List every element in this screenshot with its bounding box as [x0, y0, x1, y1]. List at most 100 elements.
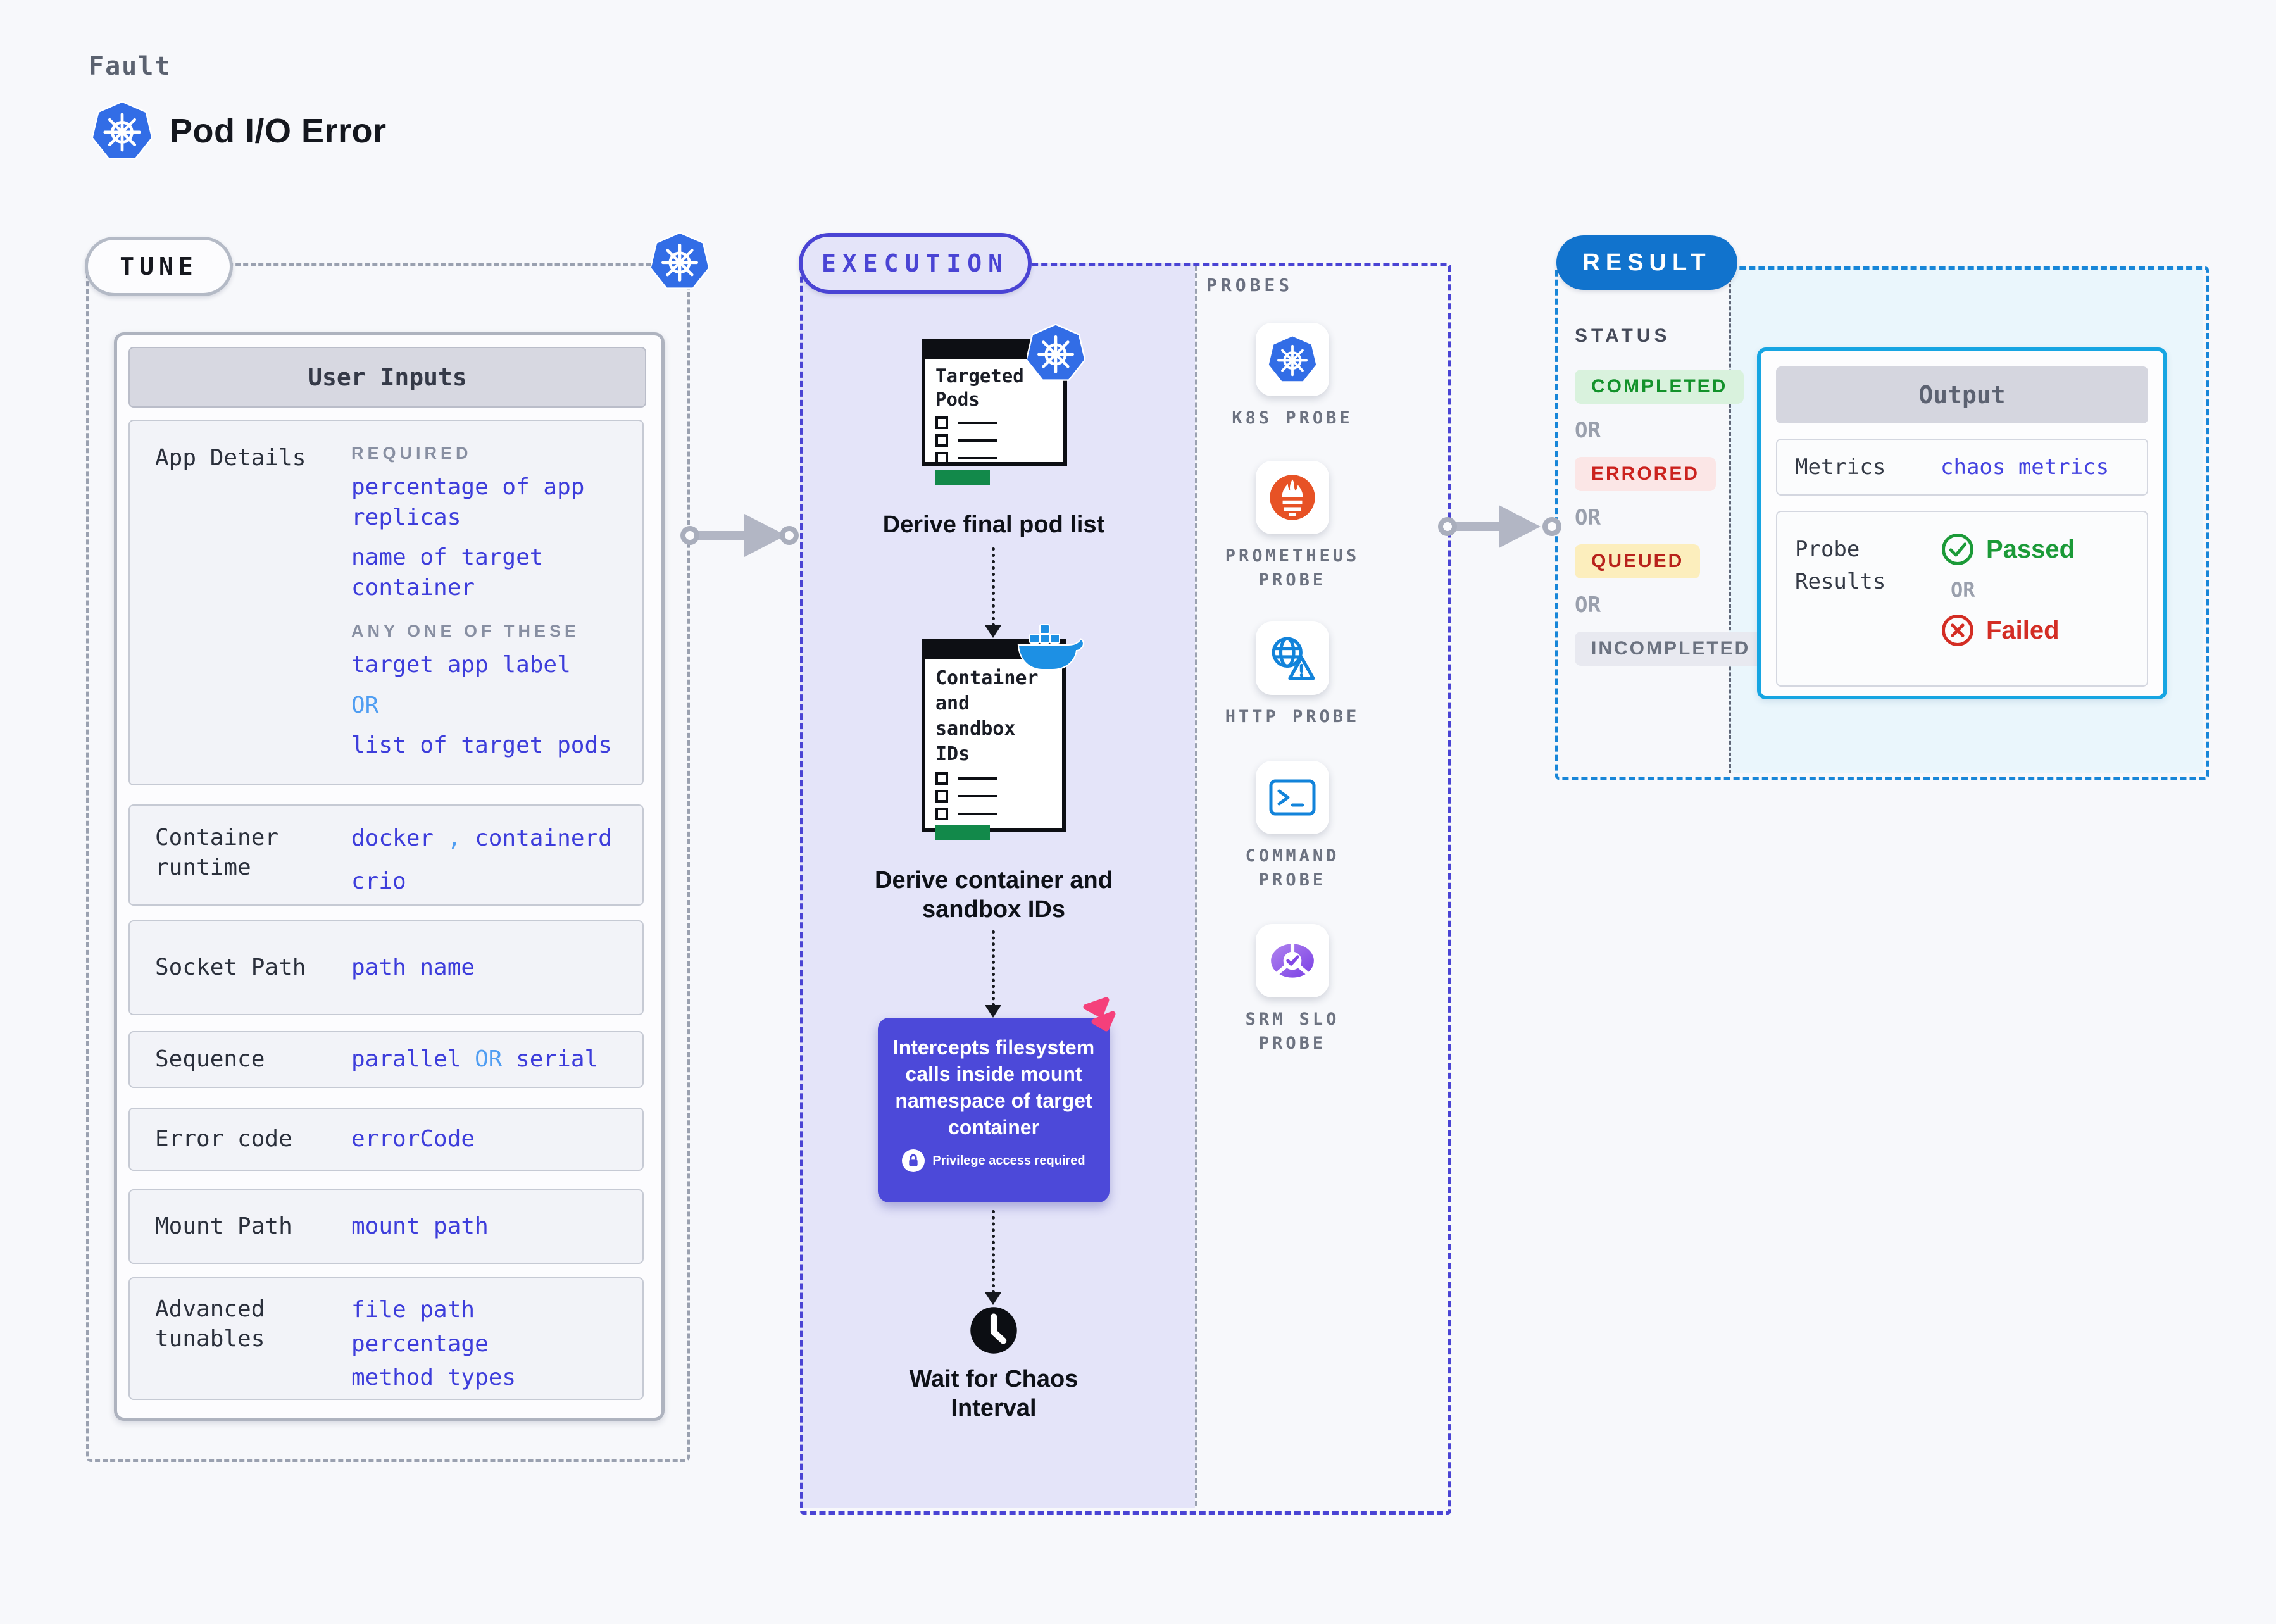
input-value: percentage	[351, 1330, 489, 1357]
input-label: Socket Path	[155, 954, 306, 980]
input-value: method types	[351, 1365, 516, 1391]
input-value: mount path	[351, 1213, 489, 1240]
container-sandbox-ids-doc: Container and sandbox IDs	[922, 639, 1066, 840]
doc-title: Targeted Pods	[935, 365, 1024, 411]
passed-label: Passed	[1986, 535, 2075, 563]
input-value: serial	[516, 1046, 599, 1073]
or-separator: OR	[351, 692, 379, 718]
action-description: Intercepts filesystem calls inside mount…	[892, 1036, 1095, 1139]
probe-label: SRM SLO PROBE	[1245, 1009, 1340, 1053]
or-separator: OR	[1575, 418, 1601, 443]
progress-bar	[935, 470, 990, 485]
checklist-item	[935, 808, 1052, 820]
input-value: file path	[351, 1297, 475, 1323]
status-column: STATUS COMPLETED OR ERRORED OR QUEUED OR…	[1575, 325, 1767, 666]
status-badge-incompleted: INCOMPLETED	[1575, 632, 1767, 666]
probes-divider	[1195, 266, 1197, 1506]
input-label: Sequence	[155, 1046, 265, 1072]
passed-row: Passed	[1941, 532, 2075, 566]
or-separator: OR	[475, 1046, 503, 1073]
failed-row: Failed	[1941, 613, 2075, 647]
flow-connector	[992, 547, 995, 627]
checklist-item	[935, 452, 1053, 465]
caption-any-one: ANY ONE OF THESE	[351, 621, 580, 641]
checklist-item	[935, 434, 1053, 447]
tune-section-badge: TUNE	[85, 237, 233, 296]
or-separator: OR	[1951, 578, 1975, 602]
result-divider	[1729, 266, 1731, 773]
litmus-icon	[1077, 994, 1118, 1034]
slo-pie-icon	[1256, 924, 1329, 997]
input-value: containerd	[475, 825, 612, 851]
lock-icon	[902, 1149, 925, 1172]
user-input-row-error-code: Error code errorCode	[128, 1108, 644, 1171]
probe-label: COMMAND PROBE	[1245, 846, 1340, 890]
input-label: App Details	[155, 445, 306, 471]
user-input-row-advanced-tunables: Advanced tunables file path percentage m…	[128, 1277, 644, 1400]
status-badge-completed: COMPLETED	[1575, 370, 1744, 404]
probe-label: PROMETHEUS PROBE	[1225, 546, 1360, 590]
input-label: Mount Path	[155, 1213, 292, 1239]
privilege-note: Privilege access required	[889, 1149, 1098, 1172]
user-input-row-app-details: App Details REQUIRED percentage of app r…	[128, 420, 644, 785]
result-section-badge: RESULT	[1556, 235, 1737, 290]
flow-connector-arrowhead	[985, 1005, 1001, 1018]
probe-label: HTTP PROBE	[1225, 707, 1360, 727]
input-value: path name	[351, 954, 475, 981]
execution-boundary	[800, 263, 1451, 1515]
flow-step-label: Derive container and sandbox IDs	[875, 867, 1113, 923]
user-input-row-sequence: Sequence parallel OR serial	[128, 1031, 644, 1088]
or-separator: OR	[1575, 505, 1601, 530]
output-metrics-row: Metrics chaos metrics	[1776, 439, 2148, 496]
fault-title-row: Pod I/O Error	[92, 101, 387, 161]
input-value: errorCode	[351, 1126, 475, 1152]
status-badge-errored: ERRORED	[1575, 457, 1716, 491]
input-value: parallel	[351, 1046, 461, 1073]
input-value: percentage of app replicas	[351, 474, 585, 530]
checklist-item	[935, 772, 1052, 785]
probe-label: K8S PROBE	[1232, 408, 1353, 428]
kubernetes-icon	[1256, 323, 1329, 396]
probe-command: COMMAND PROBE	[1216, 761, 1368, 892]
doc-title: Container and sandbox IDs	[935, 667, 1039, 765]
terminal-icon	[1256, 761, 1329, 834]
flow-connector	[992, 930, 995, 1006]
x-circle-icon	[1941, 613, 1975, 647]
fault-action-box: Intercepts filesystem calls inside mount…	[878, 1018, 1110, 1202]
probe-http: HTTP PROBE	[1216, 621, 1368, 729]
clock-icon	[970, 1306, 1018, 1354]
kubernetes-icon	[1027, 324, 1085, 382]
metrics-label: Metrics	[1795, 454, 1886, 480]
flow-step-label: Derive final pod list	[882, 511, 1105, 538]
progress-bar	[935, 825, 990, 840]
privilege-note-text: Privilege access required	[932, 1153, 1085, 1168]
check-circle-icon	[1941, 532, 1975, 566]
checklist-item	[935, 790, 1052, 803]
fault-eyebrow: Fault	[89, 52, 172, 81]
kubernetes-icon	[92, 101, 152, 161]
input-value: name of target container	[351, 544, 544, 601]
output-probe-results-row: Probe Results Passed OR Failed	[1776, 511, 2148, 687]
caption-required: REQUIRED	[351, 444, 472, 463]
user-inputs-title: User Inputs	[128, 347, 646, 408]
prometheus-icon	[1256, 461, 1329, 534]
probe-srm-slo: SRM SLO PROBE	[1216, 924, 1368, 1056]
probe-k8s: K8S PROBE	[1216, 323, 1368, 430]
user-input-row-socket-path: Socket Path path name	[128, 920, 644, 1015]
flow-connector-arrowhead	[985, 625, 1001, 638]
or-separator: OR	[1575, 592, 1601, 618]
input-value: docker	[351, 825, 434, 851]
metrics-value: chaos metrics	[1941, 454, 2110, 480]
input-value: crio	[351, 868, 406, 894]
checklist-item	[935, 416, 1053, 430]
execution-section-badge: EXECUTION	[799, 233, 1032, 294]
wait-step-label: Wait for Chaos Interval	[909, 1366, 1079, 1422]
status-badge-queued: QUEUED	[1575, 544, 1701, 578]
output-title: Output	[1776, 366, 2148, 423]
globe-warning-icon	[1256, 621, 1329, 695]
input-label: Advanced tunables	[155, 1296, 265, 1352]
failed-label: Failed	[1986, 616, 2060, 644]
input-value: target app label	[351, 652, 571, 678]
page-title: Pod I/O Error	[170, 112, 387, 150]
